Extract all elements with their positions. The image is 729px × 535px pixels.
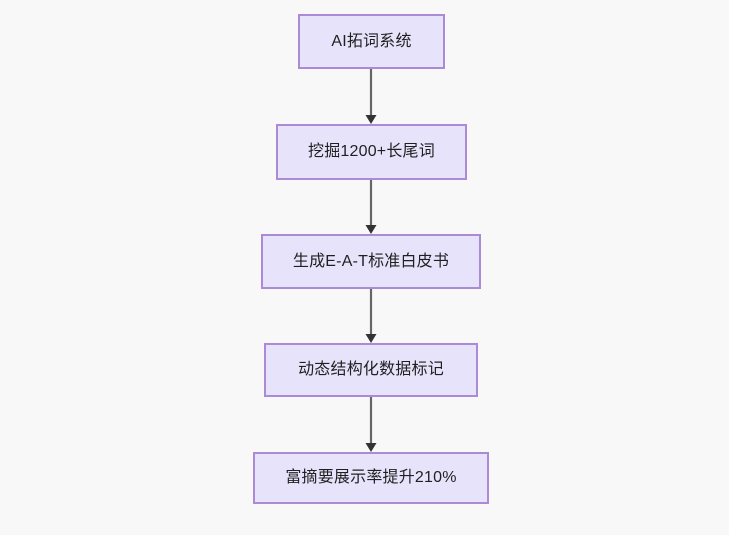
flow-node-rich-snippet-impression-uplift[interactable]: 富摘要展示率提升210% <box>253 452 489 504</box>
flow-node-label: 动态结构化数据标记 <box>298 361 444 379</box>
flow-node-label: AI拓词系统 <box>331 32 412 50</box>
flow-node-label: 挖掘1200+长尾词 <box>308 143 435 161</box>
edge-arrowhead <box>365 225 377 234</box>
flow-edge-n4-n5 <box>361 397 381 452</box>
flow-edge-n2-n3 <box>361 180 381 234</box>
flow-edge-n3-n4 <box>361 289 381 343</box>
edge-arrowhead <box>365 115 377 124</box>
edge-arrowhead <box>365 443 377 452</box>
flow-node-label: 富摘要展示率提升210% <box>285 469 457 487</box>
flow-node-ai-keyword-system[interactable]: AI拓词系统 <box>298 14 445 69</box>
flow-node-dynamic-structured-data-markup[interactable]: 动态结构化数据标记 <box>264 343 478 397</box>
flow-node-label: 生成E-A-T标准白皮书 <box>292 252 450 270</box>
flow-edge-n1-n2 <box>361 69 381 124</box>
edge-arrowhead <box>365 334 377 343</box>
flow-node-mine-longtail-keywords[interactable]: 挖掘1200+长尾词 <box>276 124 467 180</box>
flow-node-generate-eat-whitepaper[interactable]: 生成E-A-T标准白皮书 <box>261 234 481 289</box>
